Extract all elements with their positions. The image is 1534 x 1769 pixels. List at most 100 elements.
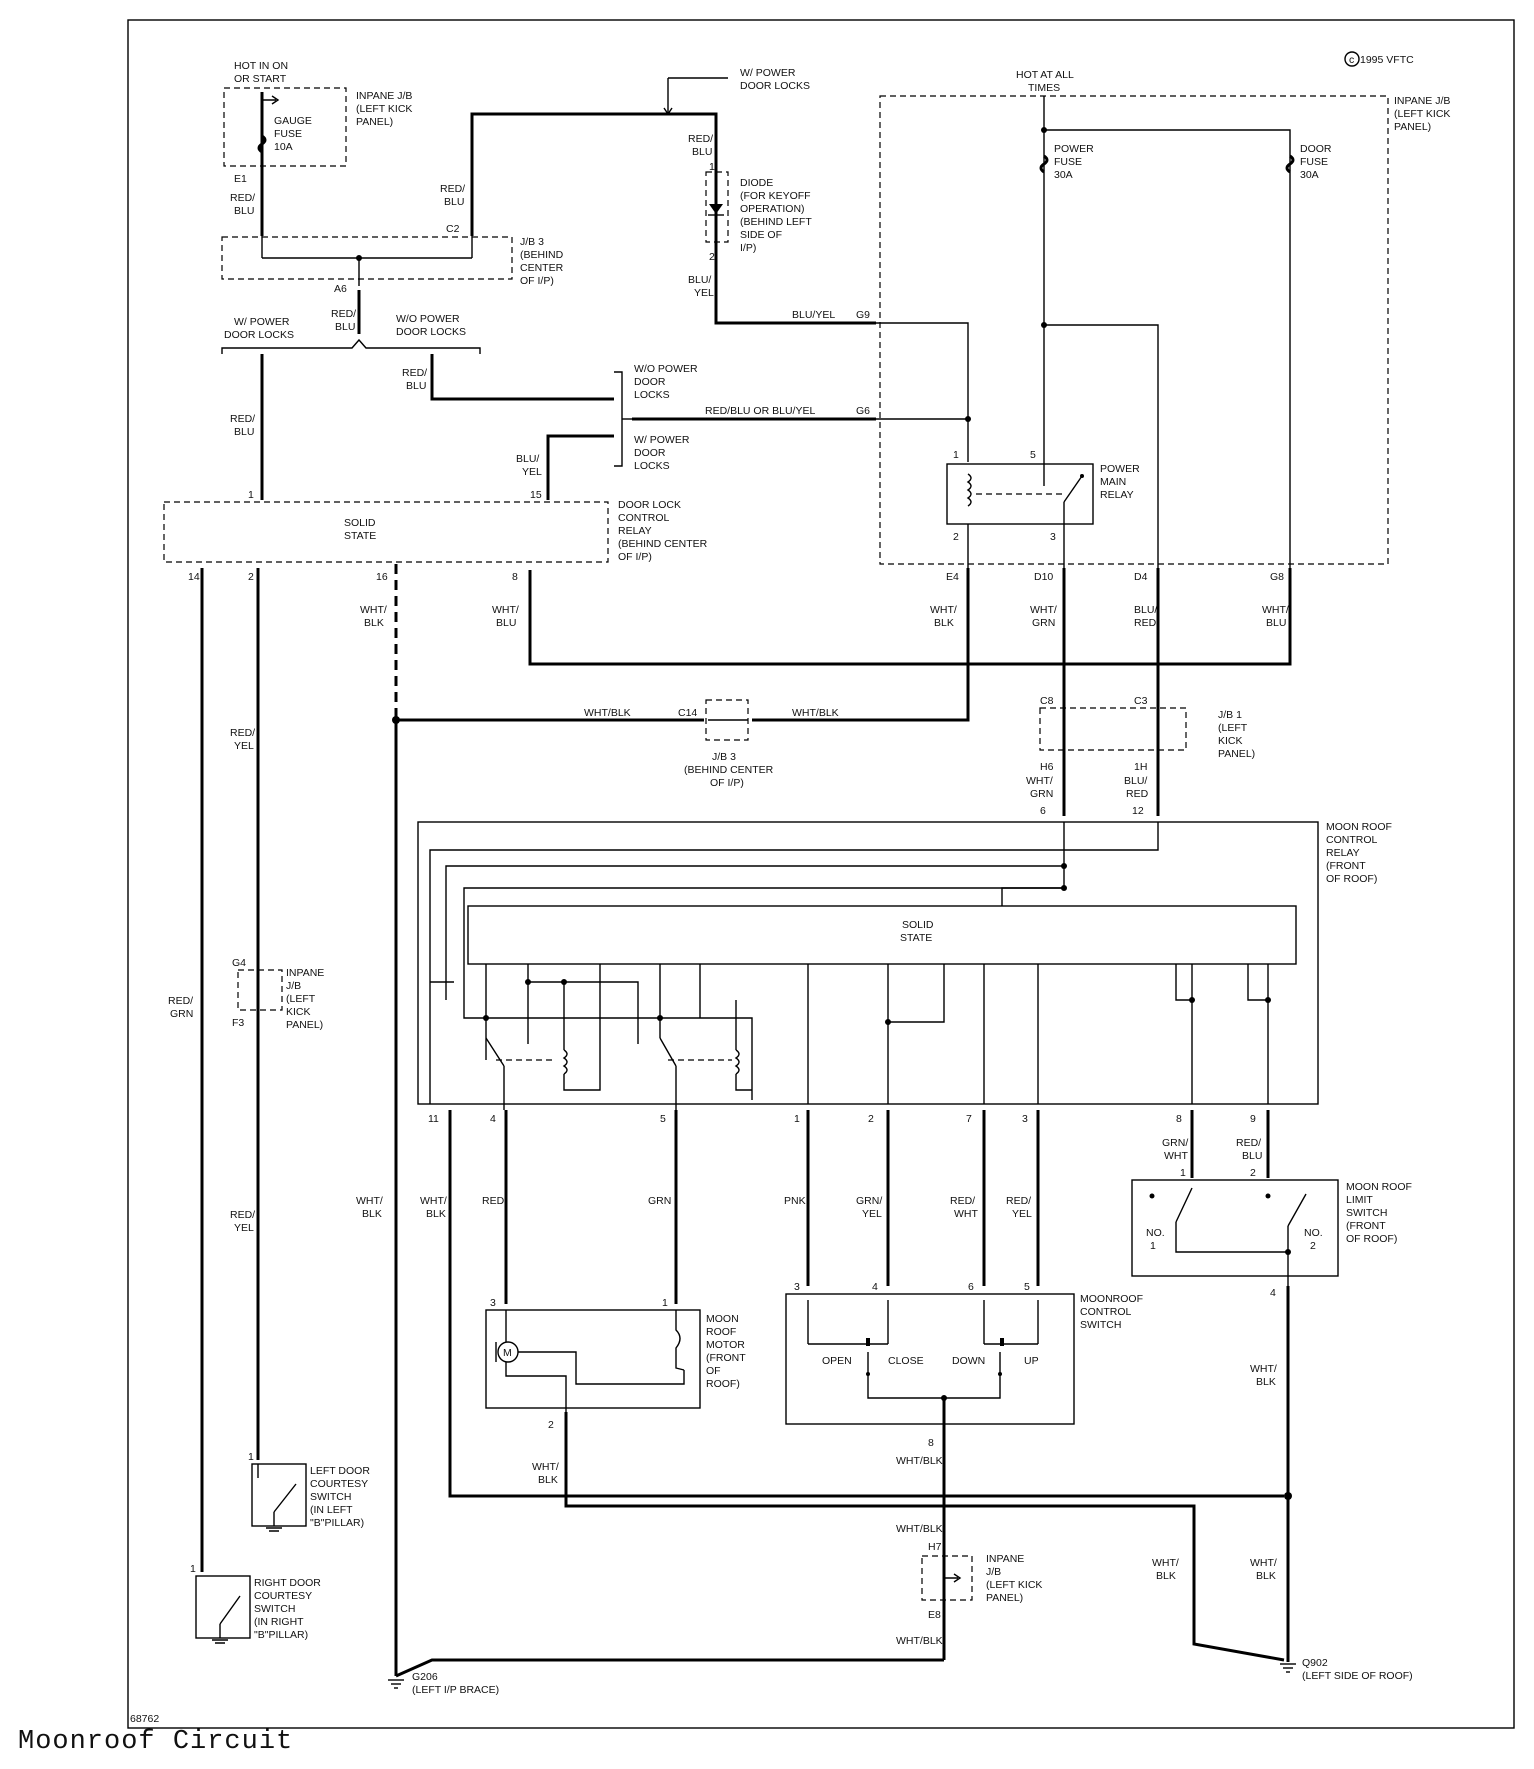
svg-text:RED: RED <box>1134 617 1157 629</box>
svg-text:BLU: BLU <box>1266 617 1286 629</box>
svg-text:FUSE: FUSE <box>274 128 302 140</box>
svg-text:OR START: OR START <box>234 73 287 85</box>
svg-text:MOONROOF: MOONROOF <box>1080 1293 1143 1305</box>
hot-in-on-label: HOT IN ON OR START <box>234 60 288 85</box>
svg-text:9: 9 <box>1250 1113 1256 1125</box>
switch-down: DOWN <box>952 1355 985 1367</box>
svg-text:WHT/: WHT/ <box>360 604 387 616</box>
wire-wht-blk-limit: WHT/ BLK <box>1250 1363 1277 1388</box>
motor-pin-2: 2 <box>548 1419 554 1431</box>
svg-text:INPANE J/B: INPANE J/B <box>356 90 412 102</box>
wire-wht-blk-left: WHT/ BLK <box>356 1195 383 1220</box>
svg-text:INPANE: INPANE <box>286 967 324 979</box>
svg-text:3: 3 <box>794 1281 800 1293</box>
moon-roof-limit-switch-label: MOON ROOF LIMIT SWITCH (FRONT OF ROOF) <box>1346 1181 1412 1245</box>
wire-red-blu-diode: RED/ BLU <box>688 133 713 158</box>
hot-at-all-times-label: HOT AT ALL TIMES <box>1016 69 1074 94</box>
wire-wht-blu-8: WHT/ BLU <box>492 604 519 629</box>
moon-roof-control-relay-box <box>417 821 1319 1105</box>
open-close-contact-icon <box>866 1338 870 1346</box>
relay-pin-2: 2 <box>953 531 959 543</box>
inpane-jb-right-box <box>879 95 1389 565</box>
limit-pin-4: 4 <box>1270 1287 1276 1299</box>
svg-text:BLU: BLU <box>406 380 426 392</box>
svg-text:Q902: Q902 <box>1302 1657 1328 1669</box>
connector-g4: G4 <box>232 957 246 969</box>
svg-text:WHT/: WHT/ <box>1250 1363 1277 1375</box>
svg-text:WHT/: WHT/ <box>1030 604 1057 616</box>
diode-label: DIODE (FOR KEYOFF OPERATION) (BEHIND LEF… <box>740 177 812 254</box>
svg-text:WHT/: WHT/ <box>356 1195 383 1207</box>
svg-text:LOCKS: LOCKS <box>634 389 670 401</box>
svg-text:RED/: RED/ <box>230 727 255 739</box>
dlcr-pin-1: 1 <box>248 489 254 501</box>
connector-e8: E8 <box>928 1609 941 1621</box>
w-power-15-wire <box>546 434 614 500</box>
relay-contact-right-icon <box>659 1037 677 1110</box>
wire-red-blu-left: RED/ BLU <box>230 413 255 438</box>
diode-pin-1: 1 <box>709 161 715 173</box>
svg-text:3: 3 <box>1022 1113 1028 1125</box>
gauge-fuse-icon <box>257 134 267 154</box>
svg-text:6: 6 <box>968 1281 974 1293</box>
svg-text:(LEFT KICK: (LEFT KICK <box>986 1579 1042 1591</box>
wire-wht-blk-cs8: WHT/BLK <box>896 1455 943 1467</box>
connector-g6: G6 <box>856 405 870 417</box>
wire-wht-blk-c14-left: WHT/BLK <box>584 707 631 719</box>
svg-text:GRN: GRN <box>1030 788 1053 800</box>
svg-text:BLU/: BLU/ <box>688 274 711 286</box>
svg-text:W/O POWER: W/O POWER <box>396 313 460 325</box>
svg-text:WHT/: WHT/ <box>420 1195 447 1207</box>
svg-text:INPANE: INPANE <box>986 1553 1024 1565</box>
svg-text:WHT: WHT <box>954 1208 978 1220</box>
connector-g8: G8 <box>1270 571 1284 583</box>
svg-text:NO.: NO. <box>1304 1227 1323 1239</box>
mrcr-11-wire <box>448 1110 1284 1498</box>
wire-blu-red-d4: BLU/ RED <box>1134 604 1157 629</box>
svg-text:7: 7 <box>966 1113 972 1125</box>
svg-text:4: 4 <box>872 1281 878 1293</box>
motor-icon: M <box>495 1341 519 1363</box>
wire-red-yel-3: RED/ YEL <box>1006 1195 1032 1220</box>
svg-text:(LEFT I/P BRACE): (LEFT I/P BRACE) <box>412 1684 499 1696</box>
svg-text:"B"PILLAR): "B"PILLAR) <box>310 1517 364 1529</box>
wire-red-blu-9: RED/ BLU <box>1236 1137 1262 1162</box>
diode-to-g9-wire <box>714 246 876 325</box>
svg-text:CENTER: CENTER <box>520 262 564 274</box>
door-lock-control-relay-box <box>163 501 609 563</box>
inpane-jb-bottom-arrow-icon <box>944 1573 962 1583</box>
svg-text:RED/: RED/ <box>230 1209 255 1221</box>
svg-text:(FOR KEYOFF: (FOR KEYOFF <box>740 190 811 202</box>
left-door-courtesy-switch-box <box>251 1463 307 1527</box>
moon-roof-control-relay-label: MOON ROOF CONTROL RELAY (FRONT OF ROOF) <box>1326 821 1392 885</box>
control-switch-pins: 3 4 6 5 8 <box>794 1281 1030 1449</box>
svg-text:LIMIT: LIMIT <box>1346 1194 1373 1206</box>
svg-text:LOCKS: LOCKS <box>634 460 670 472</box>
moon-roof-limit-switch-box <box>1131 1179 1339 1277</box>
svg-text:DOOR LOCKS: DOOR LOCKS <box>396 326 466 338</box>
svg-text:DOOR: DOOR <box>634 376 666 388</box>
svg-text:1: 1 <box>1150 1240 1156 1252</box>
wire-wht-blk-h7: WHT/BLK <box>896 1523 943 1535</box>
svg-text:RELAY: RELAY <box>618 525 652 537</box>
svg-text:MAIN: MAIN <box>1100 476 1126 488</box>
svg-text:DOOR LOCKS: DOOR LOCKS <box>224 329 294 341</box>
w-power-door-locks-bracket-label: W/ POWER DOOR LOCKS <box>634 434 690 472</box>
limit-switch-no2-icon <box>1287 1193 1307 1227</box>
copyright-text: 1995 VFTC <box>1360 54 1414 66</box>
svg-text:BLU: BLU <box>1242 1150 1262 1162</box>
wire-grn-5: GRN <box>648 1195 671 1207</box>
power-fuse-icon <box>1039 154 1049 174</box>
svg-text:YEL: YEL <box>862 1208 882 1220</box>
svg-text:G206: G206 <box>412 1671 438 1683</box>
diode-pin-2: 2 <box>709 251 715 263</box>
wire-wht-blk-limit-lower: WHT/ BLK <box>1250 1557 1277 1582</box>
e4-wire <box>752 568 970 722</box>
ground-g902-label: Q902 (LEFT SIDE OF ROOF) <box>1302 1657 1413 1682</box>
svg-text:BLK: BLK <box>538 1474 558 1486</box>
wire-red-blu-c2: RED/ BLU <box>440 183 465 208</box>
g8-wire <box>528 568 1292 666</box>
svg-text:ROOF): ROOF) <box>706 1378 740 1390</box>
ground-g206-icon <box>388 1679 404 1689</box>
svg-text:30A: 30A <box>1054 169 1073 181</box>
